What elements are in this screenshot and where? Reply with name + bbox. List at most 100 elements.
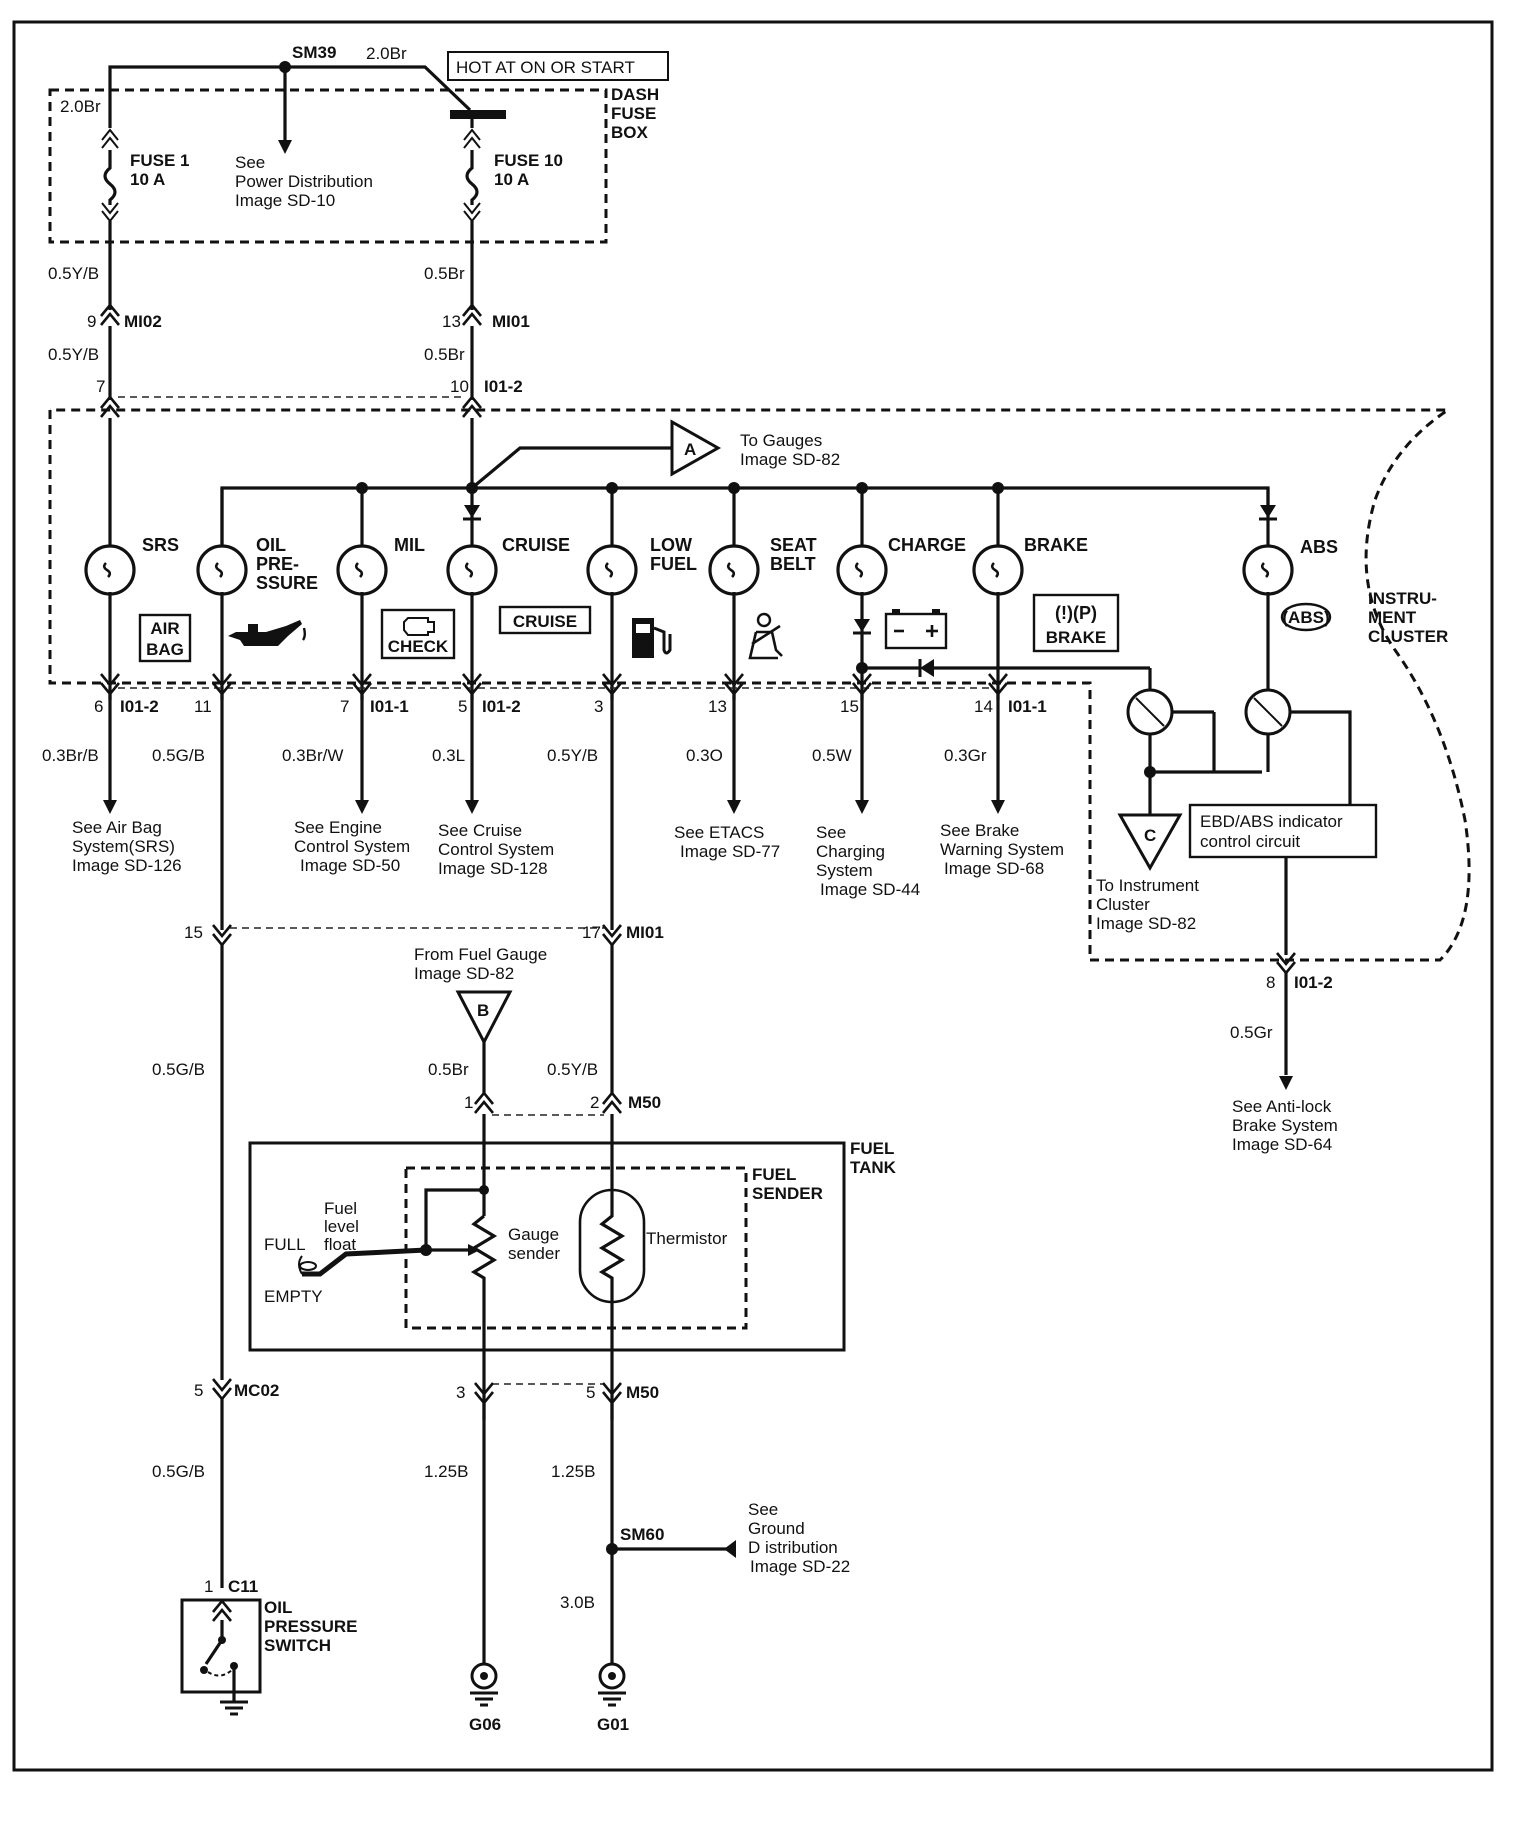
- abs-diode: [1257, 503, 1279, 521]
- mid-conn-mi01: MI01: [626, 923, 664, 942]
- wire-0-5gb-lower: 0.5G/B: [152, 1462, 205, 1481]
- mi01-pin: 13: [442, 312, 461, 331]
- wire-0-5br-lower: 0.5Br: [424, 345, 465, 364]
- srs-lamp: [84, 544, 136, 596]
- arrow-to-cruise-control: [465, 800, 479, 814]
- wire-0-3gr: 0.3Gr: [944, 746, 987, 765]
- svg-text:BAG: BAG: [146, 640, 184, 659]
- cluster-connector-i01-2: I01-2: [484, 377, 523, 396]
- out-pin-14: 14: [974, 697, 993, 716]
- wire-0-5gr: 0.5Gr: [1230, 1023, 1273, 1042]
- brake-lamp: [972, 544, 1024, 596]
- mid-pin-15: 15: [184, 923, 203, 942]
- upper-wiring: 0.5Y/B 0.5Br 9 MI02 13 MI01 0.5Y/B 0.5Br…: [48, 221, 530, 419]
- ebd-abs-control-box: [1188, 803, 1378, 859]
- charge-lamp-label: CHARGE: [888, 535, 966, 555]
- m50-pin-1: [473, 1091, 495, 1115]
- arrow-to-power-distribution: [278, 140, 292, 154]
- srs-lamp-label: SRS: [142, 535, 179, 555]
- svg-text:AIR: AIR: [150, 619, 179, 638]
- arrow-to-etacs: [727, 800, 741, 814]
- charge-lamp: [836, 544, 888, 596]
- connector-mc02: [211, 1377, 233, 1401]
- out-pin-6: 6: [94, 697, 103, 716]
- arrow-to-charging-system: [855, 800, 869, 814]
- arrow-to-brake-warning: [991, 800, 1005, 814]
- cruise-diode: [461, 503, 483, 521]
- connector-b-triangle: [455, 990, 513, 1046]
- out-pin-13: 13: [708, 697, 727, 716]
- lower-wiring: 5 MC02 3 5 M50 0.5G/B 1.25B 1.25B SM60 S…: [152, 1377, 850, 1734]
- dash-fuse-box-outline: [48, 88, 608, 244]
- low-fuel-lamp: [586, 544, 638, 596]
- m50-pin-3-label: 3: [456, 1383, 465, 1402]
- wire-1-25b-right: 1.25B: [551, 1462, 595, 1481]
- wire-3-0b: 3.0B: [560, 1593, 595, 1612]
- wire-0-5yb-lower: 0.5Y/B: [48, 345, 99, 364]
- mil-lamp-label: MIL: [394, 535, 425, 555]
- mi02-pin: 9: [87, 312, 96, 331]
- wire-0-5yb-out: 0.5Y/B: [547, 746, 598, 765]
- wire-0-5br-mid: 0.5Br: [428, 1060, 469, 1079]
- wire-0-5br-upper: 0.5Br: [424, 264, 465, 283]
- ground-g06-label: G06: [469, 1715, 501, 1734]
- cruise-lamp-label: CRUISE: [502, 535, 570, 555]
- out-conn-6: I01-2: [120, 697, 159, 716]
- c11-label: C11: [228, 1577, 258, 1596]
- page-frame: [12, 20, 1494, 1772]
- seat-belt-icon: [748, 612, 783, 660]
- fuel-pump-icon: [632, 618, 672, 658]
- empty-label: EMPTY: [264, 1287, 323, 1306]
- svg-text:(ABS): (ABS): [1282, 608, 1329, 627]
- abs-out-conn: I01-2: [1294, 973, 1333, 992]
- mc02-pin-label: 5: [194, 1381, 203, 1400]
- ground-g06-icon: [468, 1662, 500, 1707]
- wire-2-0br-left: 2.0Br: [60, 97, 101, 116]
- wire-0-5gb-mid: 0.5G/B: [152, 1060, 205, 1079]
- cluster-pin-10: 10: [450, 377, 469, 396]
- splice-sm39-label: SM39: [292, 43, 336, 62]
- battery-icon: [884, 609, 948, 650]
- arrow-to-engine-control: [355, 800, 369, 814]
- abs-out-connector-8: [1275, 951, 1297, 975]
- out-pin-7: 7: [340, 697, 349, 716]
- mi01-label: MI01: [492, 312, 530, 331]
- out-pin-5: 5: [458, 697, 467, 716]
- brake-lamp-label: BRAKE: [1024, 535, 1088, 555]
- oil-pressure-lamp: [196, 544, 248, 596]
- check-engine-icon: CHECK: [380, 608, 456, 660]
- cluster-pin-7: 7: [96, 377, 105, 396]
- c11-pin-label: 1: [204, 1577, 213, 1596]
- svg-text:(!)(P): (!)(P): [1055, 603, 1097, 623]
- out-pin-3: 3: [594, 697, 603, 716]
- brake-return-diode: [920, 659, 934, 677]
- mil-lamp: [336, 544, 388, 596]
- ground-g01-label: G01: [597, 1715, 629, 1734]
- m50-lower-label: M50: [626, 1383, 659, 1402]
- wire-1-25b-left: 1.25B: [424, 1462, 468, 1481]
- abs-out-pin: 8: [1266, 973, 1275, 992]
- wire-0-5yb-mid: 0.5Y/B: [547, 1060, 598, 1079]
- connector-c-triangle: [1117, 813, 1183, 872]
